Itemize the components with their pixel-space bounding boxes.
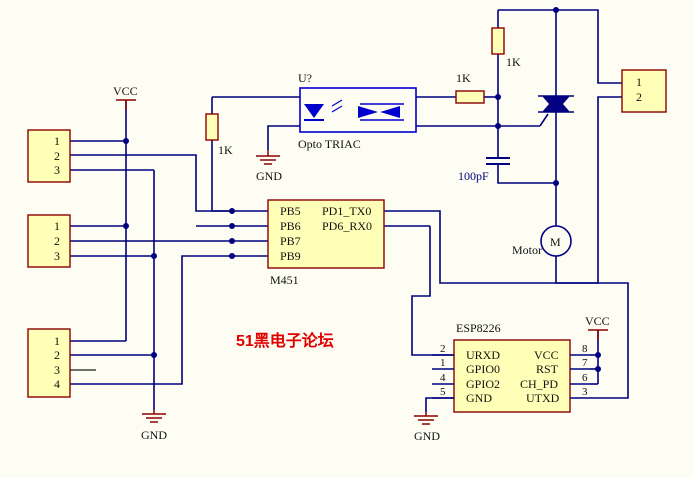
capacitor: 100pF: [458, 157, 510, 183]
wire-motor-out2: [555, 96, 622, 284]
connector-j3: 1 2 3 4: [27, 328, 71, 398]
esp-module: 2 1 4 5 URXD GPIO0 GPIO2 GND 8 7 6 3 VCC…: [432, 321, 590, 413]
opto-name-label: Opto TRIAC: [298, 137, 361, 151]
connector-pin-label: 1: [54, 334, 60, 348]
esp-pin-number: 6: [582, 372, 588, 384]
connector-j2: 1 2 3: [27, 214, 71, 268]
esp-pin-number: 2: [440, 343, 446, 355]
junction-dot: [123, 223, 129, 229]
motor-symbol-label: M: [550, 235, 561, 249]
mcu-pin-label: PB5: [280, 204, 301, 218]
connector-pin-label: 1: [54, 219, 60, 233]
wire-r-opto-bottom: [211, 140, 232, 212]
junction-dot: [229, 238, 235, 244]
mcu-pin-label: PB9: [280, 249, 301, 263]
junctions: [123, 7, 601, 372]
esp-pin-label: RST: [536, 362, 559, 376]
vcc-symbol-left: VCC: [113, 84, 138, 110]
connector-pin-label: 4: [54, 377, 60, 391]
wire-j3-4: [70, 255, 268, 385]
capacitor-label: 100pF: [458, 169, 489, 183]
junction-dot: [151, 253, 157, 259]
connector-j1: 1 2 3: [27, 129, 71, 183]
connector-pin-label: 3: [54, 249, 60, 263]
mcu-pin-label: PB6: [280, 219, 301, 233]
junction-dot: [229, 223, 235, 229]
resistor-top: 1K: [491, 27, 521, 69]
vcc-label: VCC: [585, 314, 610, 328]
mcu-m451: PB5 PB6 PB7 PB9 PD1_TX0 PD6_RX0 M451: [267, 199, 385, 287]
connector-pin-label: 2: [636, 90, 642, 104]
esp-pin-label: VCC: [534, 348, 559, 362]
triac-symbol: [538, 86, 574, 127]
wire-tx: [384, 210, 629, 399]
connector-pin-label: 1: [636, 75, 642, 89]
connector-pin-label: 2: [54, 234, 60, 248]
wire-esp-gnd: [425, 397, 454, 412]
mcu-pin-label: PD1_TX0: [322, 204, 371, 218]
resistor-opto: 1K: [205, 113, 233, 157]
connector-out: 1 2: [621, 69, 667, 113]
esp-pin-number: 1: [440, 357, 446, 369]
junction-dot: [123, 138, 129, 144]
junction-dot: [495, 123, 501, 129]
connector-pin-label: 2: [54, 348, 60, 362]
connector-pin-label: 2: [54, 149, 60, 163]
junction-dot: [151, 352, 157, 358]
resistor-label: 1K: [506, 55, 521, 69]
opto-ref-label: U?: [298, 71, 312, 85]
opto-triac: U? Opto TRIAC: [298, 71, 417, 151]
esp-name-label: ESP8226: [456, 321, 501, 335]
gnd-label: GND: [256, 169, 282, 183]
esp-pin-label: GPIO0: [466, 362, 500, 376]
gnd-label: GND: [414, 429, 440, 443]
wire-top-to-out1: [498, 9, 622, 84]
vcc-symbol-right: VCC: [585, 314, 610, 340]
esp-pin-label: UTXD: [526, 391, 560, 405]
gnd-symbol-opto: GND: [256, 150, 282, 183]
connector-pin-label: 3: [54, 363, 60, 377]
esp-pin-number: 3: [582, 386, 588, 398]
watermark-text: 51黑电子论坛: [236, 331, 334, 350]
esp-pin-label: CH_PD: [520, 377, 558, 391]
junction-dot: [595, 366, 601, 372]
esp-pin-label: URXD: [466, 348, 500, 362]
led-symbol: [304, 104, 324, 118]
gnd-symbol-esp: GND: [414, 412, 440, 443]
junction-dot: [595, 352, 601, 358]
motor: M Motor: [512, 225, 572, 257]
wire-opto-gnd: [267, 125, 300, 150]
wire-rx: [384, 225, 454, 356]
vcc-label: VCC: [113, 84, 138, 98]
resistor-series: 1K: [455, 71, 485, 104]
mcu-pin-label: PB7: [280, 234, 301, 248]
connector-pin-label: 1: [54, 134, 60, 148]
connector-pin-label: 3: [54, 163, 60, 177]
esp-pin-number: 4: [440, 372, 446, 384]
resistor-label: 1K: [456, 71, 471, 85]
esp-pin-number: 5: [440, 386, 446, 398]
gnd-label: GND: [141, 428, 167, 442]
wire-cap-bottom: [497, 164, 556, 184]
mcu-name-label: M451: [270, 273, 299, 287]
junction-dot: [495, 94, 501, 100]
junction-dot: [229, 253, 235, 259]
motor-label: Motor: [512, 243, 542, 257]
junction-dot: [553, 7, 559, 13]
junction-dot: [229, 208, 235, 214]
esp-pin-number: 8: [582, 343, 588, 355]
gnd-symbol-left: GND: [141, 410, 167, 442]
mcu-pin-label: PD6_RX0: [322, 219, 372, 233]
esp-pin-number: 7: [582, 357, 588, 369]
resistor-label: 1K: [218, 143, 233, 157]
wire-j1-2: [70, 154, 268, 212]
esp-pin-label: GND: [466, 391, 492, 405]
esp-pin-label: GPIO2: [466, 377, 500, 391]
junction-dot: [553, 180, 559, 186]
